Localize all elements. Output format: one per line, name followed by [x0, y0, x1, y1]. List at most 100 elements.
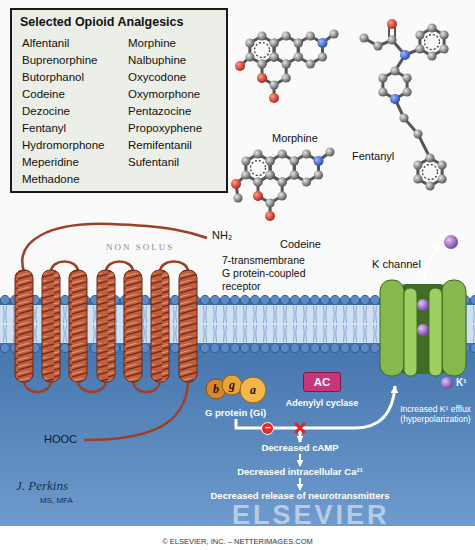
potassium-channel: [423, 247, 441, 281]
fentanyl-molecule: [359, 19, 448, 191]
signal-arrow: [299, 478, 301, 490]
opioid-receptor: [151, 270, 169, 382]
potassium-channel: [417, 299, 429, 311]
potassium-channel: [429, 288, 442, 376]
opioid-receptor: [179, 270, 197, 382]
drug-name: Sufentanil: [128, 156, 179, 168]
morphine-molecule: [269, 93, 279, 103]
fentanyl-molecule: [387, 19, 397, 29]
enzyme-abbreviation: AC: [303, 372, 342, 392]
morphine-molecule: [235, 61, 245, 71]
opioid-receptor: [15, 224, 207, 440]
receptor-label: 7-transmembrane G protein-coupled recept…: [222, 254, 312, 292]
codeine-molecule: [231, 179, 241, 189]
g-protein-complex: bgaG protein (Gi): [205, 372, 267, 419]
fentanyl-molecule: [373, 41, 382, 50]
codeine-molecule: [314, 156, 324, 166]
codeine-molecule: [325, 147, 334, 156]
list-heading: Selected Opioid Analgesics: [20, 15, 183, 29]
morphine-molecule: [294, 31, 327, 68]
subunit-letter: g: [221, 374, 243, 396]
opioid-receptor: [15, 270, 33, 382]
terminus-label: NH₂: [212, 229, 232, 241]
drug-name: Meperidine: [22, 156, 79, 168]
codeine-molecule: [265, 211, 275, 221]
drug-name: Morphine: [128, 37, 176, 49]
fentanyl-molecule: [359, 33, 368, 42]
fentanyl-molecule: [378, 66, 411, 103]
drug-name: Buprenorphine: [22, 54, 97, 66]
fentanyl-molecule: [387, 35, 396, 44]
fentanyl-molecule: [399, 113, 408, 122]
drug-name: Pentazocine: [128, 105, 191, 117]
background: [0, 0, 475, 296]
drug-name: Hydromorphone: [22, 139, 104, 151]
codeine-molecule: [253, 191, 263, 201]
effect-note: Increased K¹ efflux (hyperpolarization): [399, 404, 472, 424]
watermark: NON SOLUS: [106, 242, 174, 252]
potassium-channel: [441, 377, 453, 389]
morphine-molecule: [257, 52, 290, 89]
fentanyl-molecule: [400, 50, 410, 60]
morphine-molecule: [329, 29, 338, 38]
artist-signature: J. Perkins: [16, 478, 68, 494]
opioid-receptor: [84, 382, 188, 440]
effect-text: Decreased cAMP: [259, 442, 340, 454]
signal-arrow: [236, 419, 300, 442]
molecule-name: Morphine: [272, 132, 318, 144]
codeine-molecule: [233, 193, 242, 202]
g-protein-subunit: a: [239, 376, 267, 404]
fentanyl-molecule: [415, 23, 448, 60]
ion-label: K¹: [456, 377, 467, 388]
drug-name: Remifentanil: [128, 139, 192, 151]
copyright-line: © ELSEVIER, INC. – NETTERIMAGES.COM: [0, 537, 475, 546]
channel-label: K channel: [372, 258, 421, 270]
morphine-molecule: [257, 73, 267, 83]
potassium-channel: [417, 324, 429, 336]
drug-name: Nalbuphine: [128, 54, 186, 66]
drug-name: Dezocine: [22, 105, 70, 117]
opioid-receptor: [22, 224, 207, 272]
subunit-letter: a: [239, 376, 267, 404]
opioid-receptor: [124, 270, 142, 382]
drug-name: Alfentanil: [22, 37, 69, 49]
fentanyl-molecule: [390, 94, 400, 104]
drug-name: Propoxyphene: [128, 122, 202, 134]
opioid-receptor: [51, 262, 188, 273]
morphine-molecule: [235, 29, 339, 103]
drug-name: Methadone: [22, 173, 80, 185]
inhibition-sign: –: [261, 422, 274, 435]
subunit-outline: [240, 377, 266, 403]
molecule-name: Fentanyl: [352, 150, 394, 162]
fentanyl-molecule: [364, 38, 430, 158]
opioid-receptor: [97, 270, 115, 382]
morphine-molecule: [318, 38, 328, 48]
fentanyl-molecule: [413, 153, 446, 190]
g-protein-subunit: g: [221, 374, 243, 396]
opioid-receptor: [42, 270, 60, 382]
codeine-molecule: [290, 149, 323, 186]
potassium-channel: [442, 280, 466, 376]
potassium-channel: [444, 235, 458, 249]
drug-list-box: Selected Opioid AnalgesicsAlfentanilBupr…: [10, 8, 228, 193]
potassium-channel: [380, 280, 404, 376]
terminus-label: HOOC: [44, 433, 77, 445]
opioid-receptor: [69, 270, 87, 382]
protein-label: G protein (Gi): [205, 407, 266, 419]
drug-name: Fentanyl: [22, 122, 66, 134]
drug-name: Oxycodone: [128, 71, 186, 83]
subunit-outline: [222, 375, 242, 395]
effect-step: Decreased intracellular Ca²¹: [235, 466, 365, 478]
drug-name: Butorphanol: [22, 71, 84, 83]
fentanyl-molecule: [413, 129, 422, 138]
drug-name: Oxymorphone: [128, 88, 200, 100]
inhibition-cross: [295, 423, 305, 433]
effect-step: Decreased cAMP: [259, 442, 340, 454]
watermark: ELSEVIER: [232, 500, 390, 531]
adenylyl-cyclase-box: ACAdenylyl cyclase: [286, 372, 359, 408]
opioid-receptor: [24, 380, 160, 392]
artist-credentials: MS, MFA: [40, 496, 73, 505]
signal-arrow: [299, 454, 301, 466]
drug-name: Codeine: [22, 88, 65, 100]
